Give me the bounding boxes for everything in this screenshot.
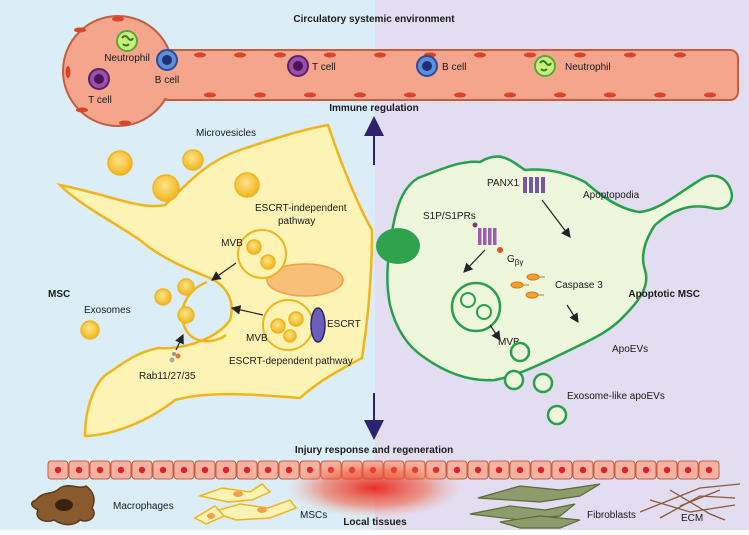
escrt-dependent-label: ESCRT-dependent pathway [229, 356, 353, 367]
t-cell-2 [287, 55, 309, 77]
mvb-top [237, 229, 287, 279]
tissue-cell-nucleus [453, 466, 461, 474]
exosome-like-label: Exosome-like apoEVs [567, 391, 665, 402]
arrow-mvb-to-membrane [211, 262, 237, 281]
panx1-label: PANX1 [487, 178, 519, 189]
rab-protein-2 [175, 353, 181, 359]
tissue-cell-nucleus [558, 466, 566, 474]
ecm-label: ECM [681, 513, 703, 524]
g-main: G [507, 254, 515, 265]
tissue-cell-nucleus [600, 466, 608, 474]
escrt-independent-line2: pathway [278, 216, 315, 227]
apoptotic-mvb [450, 281, 502, 333]
tissue-cell-nucleus [579, 466, 587, 474]
exosomes [80, 278, 195, 340]
neutrophil-label-1: Neutrophil [104, 53, 150, 64]
tissue-cell-nucleus [642, 466, 650, 474]
tissue-cell-nucleus [621, 466, 629, 474]
microvesicles-label: Microvesicles [196, 128, 256, 139]
diagram-title: Circulatory systemic environment [293, 14, 455, 25]
arrow-mvb-release [489, 324, 501, 341]
tissue-cell-nucleus [159, 466, 167, 474]
caspase-label: Caspase 3 [555, 280, 603, 291]
arrow-caspase [566, 304, 579, 324]
s1p-label: S1P/S1PRs [423, 211, 476, 222]
fibroblasts [469, 483, 601, 529]
neutrophil-label-2: Neutrophil [565, 62, 611, 73]
b-cell-label-1: B cell [155, 75, 179, 86]
b-cell-label-2: B cell [442, 62, 466, 73]
tissue-mscs [193, 483, 298, 525]
msc-label: MSC [48, 289, 70, 300]
msc-nucleus [266, 263, 344, 297]
rab-protein-1 [169, 357, 175, 363]
tissue-cell-nucleus [117, 466, 125, 474]
tissue-cell-nucleus [537, 466, 545, 474]
mvb-bottom-label: MVB [246, 333, 268, 344]
macrophage-nucleus [55, 499, 73, 511]
escrt-label: ESCRT [327, 319, 361, 330]
apoptotic-nucleus [376, 228, 420, 264]
tissue-cell-nucleus [222, 466, 230, 474]
ecm-fibers [639, 483, 741, 521]
tissue-cell-nucleus [54, 466, 62, 474]
b-cell-2 [416, 55, 438, 77]
injury-response-label: Injury response and regeneration [295, 445, 453, 456]
macrophages-label: Macrophages [113, 501, 174, 512]
arrow-rab [175, 333, 184, 351]
t-cell-label-2: T cell [312, 62, 336, 73]
apoptotic-mvb-label: MVB [498, 337, 520, 348]
escrt-complex [310, 307, 326, 343]
s1p-receptor [472, 222, 503, 253]
apoptotic-msc-label: Apoptotic MSC [628, 289, 700, 300]
arrow-mvb-bottom [230, 305, 264, 316]
apoevs [503, 341, 568, 426]
microvesicles [107, 149, 260, 202]
fibroblasts-label: Fibroblasts [587, 510, 636, 521]
mscs-label: MSCs [300, 510, 327, 521]
injury-site [286, 458, 462, 518]
arrow-s1p [463, 249, 486, 273]
tissue-cell-nucleus [705, 466, 713, 474]
tissue-cell-nucleus [75, 466, 83, 474]
arrow-panx1 [541, 199, 571, 238]
panx1-channel [523, 177, 545, 193]
apoevs-label: ApoEVs [612, 344, 648, 355]
neutrophil-cell-1 [116, 30, 138, 52]
tissue-cell-nucleus [684, 466, 692, 474]
rab-protein-3 [172, 352, 176, 356]
exosomes-label: Exosomes [84, 305, 131, 316]
tissue-cell-nucleus [138, 466, 146, 474]
apoptopodia-label: Apoptopodia [583, 190, 640, 201]
t-cell-1 [88, 68, 110, 90]
t-cell-label-1: T cell [88, 95, 112, 106]
tissue-cell-nucleus [264, 466, 272, 474]
neutrophil-cell-2 [534, 55, 556, 77]
mvb-top-label: MVB [221, 238, 243, 249]
tissue-cell-nucleus [243, 466, 251, 474]
tissue-cell-nucleus [180, 466, 188, 474]
g-sub: βγ [515, 258, 524, 267]
tissue-cell-nucleus [201, 466, 209, 474]
tissue-cell-nucleus [495, 466, 503, 474]
tissue-cell-nucleus [474, 466, 482, 474]
local-tissues-label: Local tissues [343, 517, 407, 528]
escrt-independent-line1: ESCRT-independent [255, 203, 347, 214]
rab-label: Rab11/27/35 [139, 371, 196, 382]
tissue-cell-nucleus [285, 466, 293, 474]
immune-regulation-label: Immune regulation [329, 103, 418, 114]
tissue-cell-nucleus [663, 466, 671, 474]
tissue-cell-nucleus [516, 466, 524, 474]
g-protein-label: Gβγ [507, 254, 523, 267]
b-cell-1 [156, 49, 178, 71]
tissue-cell-nucleus [96, 466, 104, 474]
